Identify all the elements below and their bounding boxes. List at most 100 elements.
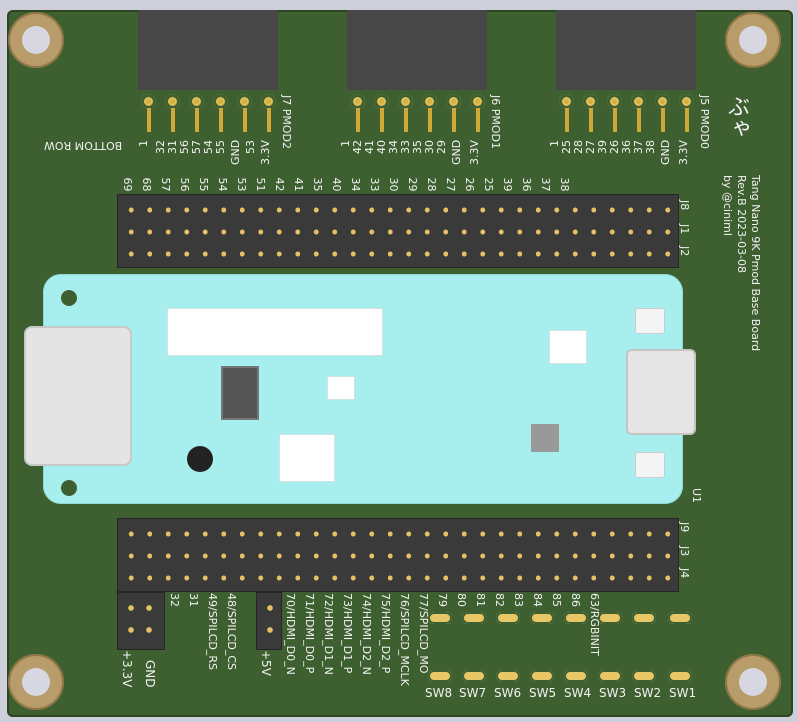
label-gnd: GND [143, 660, 157, 688]
signal-label: 80 [455, 593, 468, 607]
sw3-pad-top [598, 612, 622, 624]
sw8-pad-bottom [428, 670, 452, 682]
button-s1[interactable] [635, 308, 665, 334]
header-label-j9: J9 [678, 522, 691, 533]
signal-label: 71/HDMI_D0_P [303, 593, 316, 674]
signal-label: 83 [512, 593, 525, 607]
pin-number: 25 [482, 177, 495, 192]
crystal [187, 446, 213, 472]
pin-number: 41 [292, 177, 305, 192]
logo-icon: ぶゃ [724, 95, 749, 139]
pin-number: 36 [520, 177, 533, 192]
pmod-title-j7: J7 PMOD2 [280, 95, 293, 149]
signal-label: 31 [187, 593, 200, 607]
pmod-title-j6: J6 PMOD1 [489, 95, 502, 149]
signal-label: 82 [493, 593, 506, 607]
signal-label [241, 593, 281, 686]
pin-number: 38 [558, 177, 571, 192]
top-pin-numbers: 69 68 57 56 55 54 53 51 42 41 35 40 34 3… [118, 177, 574, 192]
usb-c-right-connector[interactable] [626, 349, 696, 435]
signal-label: 73/HDMI_D1_P [341, 593, 354, 674]
pmod-label: 3.3V [468, 140, 481, 166]
signal-label: 85 [550, 593, 563, 607]
tang-nano-module [43, 274, 683, 504]
signal-label: 32 [168, 593, 181, 607]
sw1-pad-top [668, 612, 692, 624]
pin-number: 53 [235, 177, 248, 192]
usb-c-left-connector[interactable] [24, 326, 132, 466]
bottom-row-label: BOTTOM ROW [44, 139, 123, 152]
board-rev: Rev.B 2023-03-08 [735, 175, 748, 274]
pmod-label: GND [450, 140, 463, 166]
signal-label: 75/HDMI_D2_P [379, 593, 392, 674]
pmod-label: 3.3V [259, 140, 272, 166]
pmod-label: 1 [137, 140, 150, 147]
pmod-connector-j7 [138, 10, 278, 90]
pmod-pins-j7 [137, 90, 281, 134]
button-s2[interactable] [635, 452, 665, 478]
sw-label: SW5 [529, 686, 557, 700]
sw5-pad-bottom [530, 670, 554, 682]
pin-number: 26 [463, 177, 476, 192]
signal-label: 72/HDMI_D1_N [322, 593, 335, 675]
pmod-title-j5: J5 PMOD0 [698, 95, 711, 149]
sw2-pad-top [632, 612, 656, 624]
pin-number: 54 [216, 177, 229, 192]
sw4-pad-bottom [564, 670, 588, 682]
pin-number: 55 [197, 177, 210, 192]
flash-chip [221, 366, 259, 420]
board-name: Tang Nano 9K Pmod Base Board [749, 175, 762, 352]
header-label-j8: J8 [678, 200, 691, 211]
ic-chip [327, 376, 355, 400]
pmod-labels-j5: 1 25 28 27 39 26 36 37 38 GND 3.3V [548, 140, 693, 180]
mounting-hole-bottom-right [725, 654, 781, 710]
sw5-pad-top [530, 612, 554, 624]
pin-number: 28 [425, 177, 438, 192]
bottom-header-j9-j3-j4 [117, 518, 679, 592]
mounting-hole-top-right [725, 12, 781, 68]
pin-number: 42 [273, 177, 286, 192]
pmod-label: 38 [644, 140, 657, 154]
signal-label: 74/HDMI_D2_N [360, 593, 373, 675]
label-5v: +5V [259, 650, 273, 676]
pmod-pins-j6 [346, 90, 490, 134]
sw-label: SW7 [459, 686, 487, 700]
bottom-signal-labels: 32 31 49/SPILCD_RS 48/SPILCD_CS 70/HDMI_… [165, 593, 604, 686]
label-3v3: +3.3V [120, 650, 134, 688]
sw-label: SW6 [494, 686, 522, 700]
mounting-hole-bottom-left [8, 654, 64, 710]
sw-label: SW4 [564, 686, 592, 700]
pmod-label: 29 [435, 140, 448, 154]
signal-label: 81 [474, 593, 487, 607]
header-label-j1: J1 [678, 224, 691, 235]
jumper-3v3-gnd [117, 592, 165, 650]
pin-number: 37 [539, 177, 552, 192]
pmod-label: 3.3V [677, 140, 690, 166]
pin-number: 34 [349, 177, 362, 192]
fpga-chip [531, 424, 559, 452]
signal-label: 84 [531, 593, 544, 607]
pin-number: 29 [406, 177, 419, 192]
sw-label: SW2 [634, 686, 662, 700]
pin-number: 27 [444, 177, 457, 192]
sw-label: SW8 [425, 686, 453, 700]
pin-number: 69 [121, 177, 134, 192]
pmod-label: 55 [214, 140, 227, 154]
signal-label: 48/SPILCD_CS [225, 593, 238, 671]
lcd-fpc-connector [167, 308, 383, 356]
u1-label: U1 [690, 488, 703, 504]
signal-label: 86 [569, 593, 582, 607]
pin-number: 68 [140, 177, 153, 192]
pmod-labels-j7: 1 32 31 56 57 54 55 GND 53 3.3V [132, 140, 275, 180]
sw8-pad-top [428, 612, 452, 624]
header-label-j3: J3 [678, 546, 691, 557]
pin-number: 40 [330, 177, 343, 192]
signal-label: 63/RGBINIT [588, 593, 601, 656]
pin-number: 56 [178, 177, 191, 192]
signal-label: 49/SPILCD_RS [206, 593, 219, 670]
ic-chip [549, 330, 587, 364]
pin-number: 57 [159, 177, 172, 192]
pin-number: 30 [387, 177, 400, 192]
sw6-pad-top [496, 612, 520, 624]
pmod-label: GND [229, 140, 242, 166]
